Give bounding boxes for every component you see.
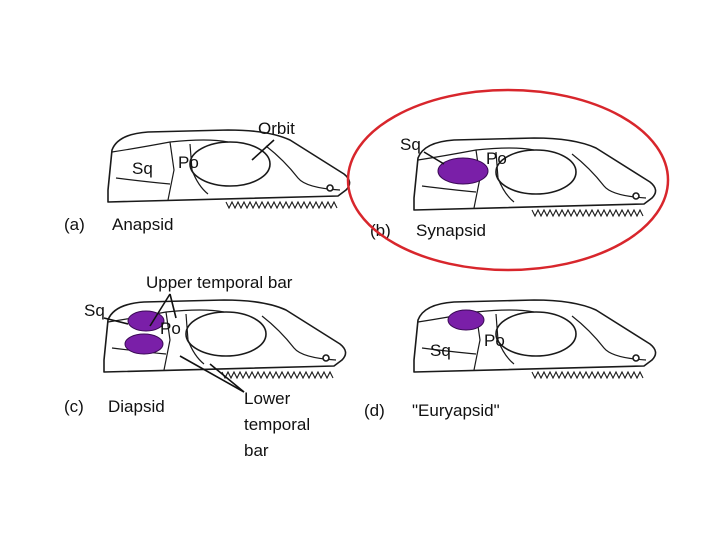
upper-bar-pointer-2: [169, 293, 177, 319]
panel-letter-d: (d): [364, 401, 385, 420]
lower-bar-label-3: bar: [244, 441, 269, 460]
upper-bar-label: Upper temporal bar: [146, 273, 293, 292]
panel-a: Orbit Sq Po (a) Anapsid: [64, 119, 351, 234]
panel-letter-a: (a): [64, 215, 85, 234]
euryapsid-fenestra: [447, 309, 485, 331]
lower-bar-label-1: Lower: [244, 389, 291, 408]
po-label-a: Po: [178, 153, 199, 172]
lower-bar-pointer-1: [179, 355, 245, 393]
sq-label-c: Sq: [84, 301, 105, 320]
po-label-d: Po: [484, 331, 505, 350]
panel-name-d: "Euryapsid": [412, 401, 500, 420]
panel-name-a: Anapsid: [112, 215, 173, 234]
panel-name-b: Synapsid: [416, 221, 486, 240]
sq-pointer-c: [103, 317, 129, 325]
upper-fenestra: [127, 310, 165, 332]
panel-c: Upper temporal bar Sq Po (c) Diapsid Low…: [64, 273, 347, 460]
panel-d: Sq Po (d) "Euryapsid": [364, 299, 657, 420]
highlight-ring: [346, 88, 670, 272]
sq-label-b: Sq: [400, 135, 421, 154]
panel-letter-c: (c): [64, 397, 84, 416]
upper-bar-pointer-1: [149, 293, 171, 327]
panel-name-c: Diapsid: [108, 397, 165, 416]
lower-fenestra: [124, 333, 164, 355]
orbit-label: Orbit: [258, 119, 295, 138]
lower-bar-label-2: temporal: [244, 415, 310, 434]
lower-bar-pointer-2: [209, 363, 245, 393]
sq-label-a: Sq: [132, 159, 153, 178]
skull-d: [413, 299, 657, 379]
po-label-c: Po: [160, 319, 181, 338]
sq-label-d: Sq: [430, 341, 451, 360]
panel-letter-b: (b): [370, 221, 391, 240]
po-label-b: Po: [486, 149, 507, 168]
panel-b: Sq Po (b) Synapsid: [346, 88, 670, 272]
synapsid-fenestra: [437, 157, 489, 185]
orbit-pointer: [251, 139, 275, 161]
sq-pointer-b: [423, 151, 445, 165]
